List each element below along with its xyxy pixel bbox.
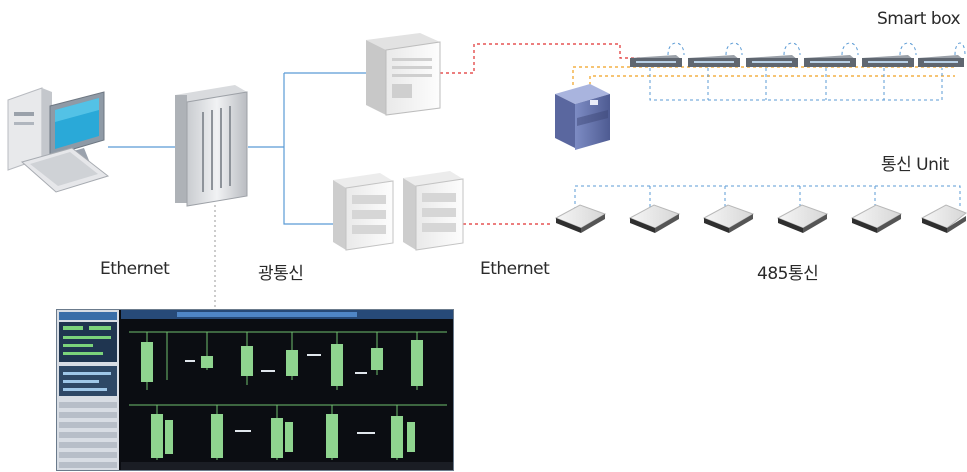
ethernet-links [108, 72, 366, 225]
smart-box-row [630, 55, 964, 67]
fiber-comm-label: 광통신 [258, 264, 304, 284]
smart-box-icon [746, 55, 798, 67]
smart-box-label: Smart box [877, 9, 961, 29]
smart-box-icon [688, 55, 740, 67]
power-links [572, 66, 955, 85]
inverter-box-icon [555, 84, 610, 150]
smart-box-icon [918, 55, 964, 67]
comm-unit-label: 통신 Unit [881, 155, 949, 175]
tower-server-icon [366, 33, 441, 116]
rs485-comm-label: 485통신 [757, 264, 819, 284]
comm-unit-icon [850, 204, 903, 233]
comm-unit-icon [920, 204, 967, 233]
comm-unit-icon [702, 204, 755, 233]
fiber-converter-icon [333, 171, 464, 251]
smart-box-icon [630, 55, 682, 67]
desktop-computer-icon [7, 87, 110, 193]
comm-unit-icon [554, 204, 607, 233]
smart-box-bus [649, 42, 966, 101]
scada-screen-icon [56, 309, 454, 471]
ethernet-label-left: Ethernet [100, 259, 170, 279]
smart-box-icon [862, 55, 914, 67]
comm-unit-icon [776, 204, 829, 233]
fiber-links [440, 43, 640, 225]
scada-screen-image [57, 310, 453, 470]
server-cabinet-icon [175, 85, 248, 207]
smart-box-icon [804, 55, 856, 67]
rs485-bus [574, 185, 961, 210]
ethernet-label-right: Ethernet [480, 259, 550, 279]
comm-unit-row [554, 204, 967, 233]
comm-unit-icon [628, 204, 681, 233]
